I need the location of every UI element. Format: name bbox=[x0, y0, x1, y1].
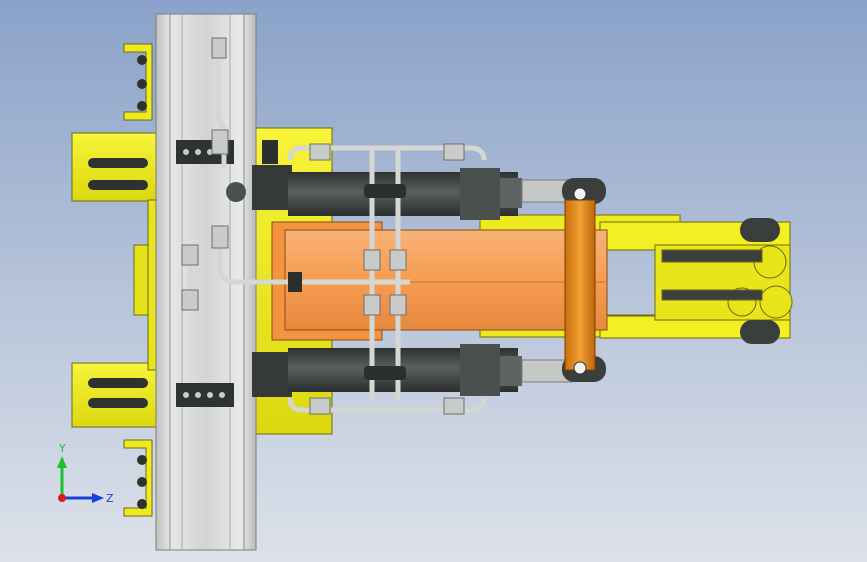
gears bbox=[661, 245, 793, 319]
y-axis-arrow bbox=[57, 456, 67, 468]
z-axis-label: Z bbox=[106, 492, 114, 505]
tube-fittings bbox=[181, 37, 465, 415]
link-arms bbox=[562, 178, 780, 382]
x-axis-dot bbox=[58, 494, 66, 502]
z-axis-arrow bbox=[92, 493, 104, 503]
y-axis-label: Y bbox=[58, 442, 66, 455]
bracket-slots bbox=[88, 55, 148, 509]
orientation-triad: Y Z bbox=[57, 442, 114, 505]
hydraulic-cylinders bbox=[252, 165, 573, 397]
tube-clamps bbox=[226, 140, 406, 380]
left-brackets bbox=[71, 43, 159, 517]
